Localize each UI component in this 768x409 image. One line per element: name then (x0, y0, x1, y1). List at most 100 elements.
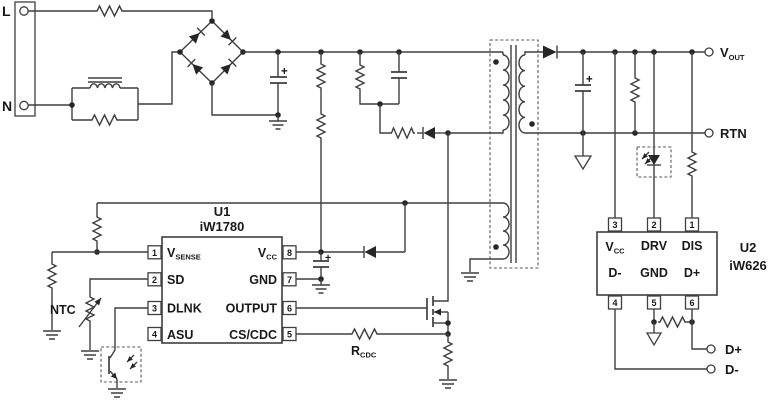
u1-pin1-number: 1 (152, 248, 157, 258)
u1-pin6-label: OUTPUT (226, 302, 278, 316)
u1-pin3-number: 3 (152, 304, 157, 314)
ground-secondary (573, 155, 593, 171)
dplus-terminal (706, 344, 716, 354)
choke-damping-resistor (90, 113, 119, 127)
preload-resistor (629, 52, 641, 133)
u1-pin4-number: 4 (152, 330, 157, 340)
primary-winding (448, 52, 510, 134)
opto-led-light-arrows (641, 151, 653, 165)
ground-opto (108, 388, 126, 398)
u1-pin7-box (282, 272, 297, 287)
u1-pin4-label: ASU (167, 328, 193, 342)
rcdc-label: RCDC (351, 344, 377, 360)
aux-winding (461, 202, 510, 282)
u1-pin3-label: DLNK (167, 302, 202, 316)
vsense-divider (43, 203, 148, 340)
u2-dplus-label: D+ (684, 266, 700, 280)
fuse-resistor (28, 4, 213, 21)
dminus-terminal (706, 364, 716, 374)
output-diode (543, 45, 558, 59)
transformer-core (510, 45, 517, 263)
u2-pin3-number: 3 (612, 220, 617, 230)
neutral-terminal (19, 100, 29, 111)
u2-bottom-network: D+ D- (614, 309, 742, 377)
primary-phase-dot (493, 59, 499, 65)
line-label: L (2, 3, 11, 19)
bulk-capacitor: + (269, 52, 288, 130)
choke-core (88, 77, 122, 83)
opto-led (636, 52, 672, 218)
ground-vsense (43, 330, 61, 340)
aux-phase-dot (493, 244, 499, 250)
rtn-label: RTN (720, 126, 747, 141)
u2-vcc-label: VCC (605, 240, 625, 256)
input-terminal-block: L N (2, 1, 36, 117)
mosfet-body-arrow (434, 308, 441, 316)
ground-u2 (645, 332, 663, 347)
u2-ic: U2 iW626 3 2 1 4 5 6 VCC DRV DIS D- GND … (596, 217, 767, 310)
u1-pin5-number: 5 (287, 330, 292, 340)
u1-pin1-label: VSENSE (167, 246, 201, 262)
rcdc-resistor (350, 327, 379, 341)
u1-pin2-number: 2 (152, 275, 157, 285)
u2-drv-label: DRV (641, 239, 668, 253)
bridge-rectifier (177, 18, 278, 116)
ntc-label: NTC (50, 303, 76, 317)
u1-pin8-number: 8 (287, 248, 292, 258)
rcd-clamp (354, 52, 451, 140)
choke-coil (89, 83, 121, 89)
u2-gnd-label: GND (640, 266, 668, 280)
opto-transistor (100, 307, 148, 398)
u1-pin6-number: 6 (287, 304, 292, 314)
dminus-label: D- (725, 362, 739, 377)
vout-terminal (704, 47, 714, 57)
u2-pin1-number: 1 (689, 220, 694, 230)
u2-dminus-label: D- (608, 266, 621, 280)
u2-dis-label: DIS (682, 239, 703, 253)
u2-pin4-number: 4 (612, 298, 617, 308)
vcc-supply: + (296, 203, 406, 294)
ground-u1 (312, 284, 330, 294)
vcc-capacitor: + (313, 252, 331, 279)
dplus-resistor (658, 315, 687, 329)
u1-ref: U1 (214, 204, 231, 219)
u2-pin3-box (607, 217, 623, 232)
u1-pin8-box (282, 245, 297, 260)
u1-pin7-label: GND (249, 273, 277, 287)
u2-body (596, 231, 718, 296)
ground-sense (439, 379, 457, 389)
u1-pin2-label: SD (167, 273, 184, 287)
ntc-thermistor: NTC (50, 278, 148, 360)
bulk-cap-polarity: + (281, 66, 288, 78)
clamp-series-resistor (390, 126, 415, 140)
u2-pin1-box (684, 217, 700, 232)
rtn-rail: RTN (525, 126, 747, 141)
u1-part: iW1780 (200, 219, 245, 234)
opto-emitter-arrow (110, 372, 117, 379)
u2-part: iW626 (729, 258, 767, 273)
opto-light-arrows (126, 354, 138, 370)
secondary-phase-dot (529, 121, 535, 127)
u1-body (161, 236, 283, 344)
vcc-cap-polarity: + (325, 252, 331, 264)
output-rail: VOUT (543, 45, 745, 62)
clamp-resistor (354, 62, 366, 92)
output-capacitor: + (573, 52, 593, 171)
u2-pin5-number: 5 (651, 298, 656, 308)
current-sense: RCDC (296, 327, 457, 389)
aux-sense-line (97, 200, 503, 206)
opto-transistor-outline (100, 346, 142, 383)
line-filter-choke (28, 51, 180, 127)
u1-pin8-label: VCC (258, 246, 278, 262)
vout-label: VOUT (720, 45, 745, 62)
u2-pin2-number: 2 (651, 220, 656, 230)
clamp-diode (422, 127, 435, 139)
u1-pin4-box (147, 326, 162, 342)
bridge-diode-tl (188, 33, 200, 44)
u2-ref: U2 (740, 240, 757, 255)
rtn-terminal (704, 128, 714, 138)
line-terminal (19, 6, 29, 16)
ground-aux (461, 272, 479, 282)
